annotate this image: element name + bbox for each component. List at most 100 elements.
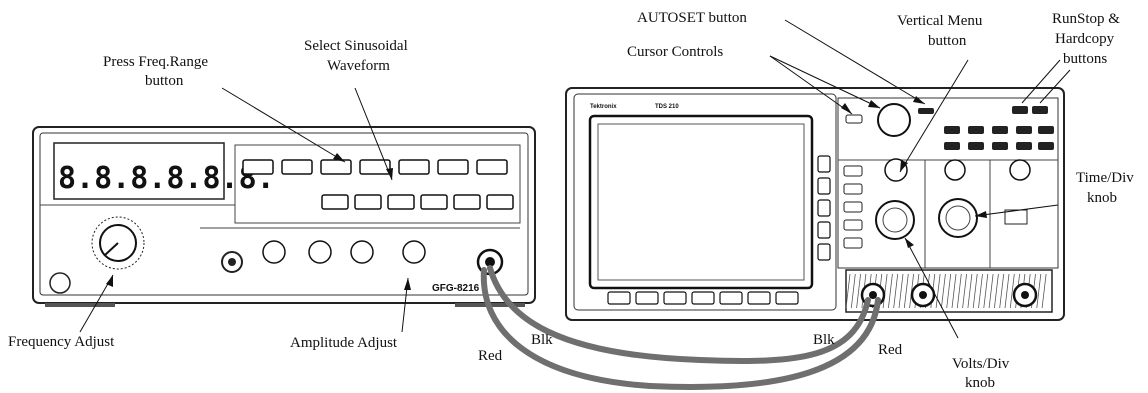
cursor-knob[interactable] <box>877 103 911 137</box>
adjust-knobs <box>262 240 426 264</box>
waveform-button[interactable] <box>321 194 349 210</box>
side-menu-button[interactable] <box>817 177 831 195</box>
side-menu-button[interactable] <box>817 221 831 239</box>
label-volts-div: Volts/Div knob <box>952 356 1013 391</box>
vent-line <box>951 273 957 309</box>
control-button[interactable] <box>968 126 984 134</box>
range-button[interactable] <box>437 159 469 175</box>
control-button[interactable] <box>944 142 960 150</box>
control-button[interactable] <box>1012 106 1028 114</box>
range-button[interactable] <box>281 159 313 175</box>
vent-line <box>845 273 851 309</box>
frequency-knob[interactable] <box>91 216 145 270</box>
waveform-button[interactable] <box>486 194 514 210</box>
control-button[interactable] <box>1032 106 1048 114</box>
waveform-button[interactable] <box>420 194 448 210</box>
label-blk-left: Blk <box>531 332 553 348</box>
leader-lines <box>79 19 1071 339</box>
range-button[interactable] <box>398 159 430 175</box>
label-autoset-button: AUTOSET button <box>637 10 747 26</box>
range-button[interactable] <box>476 159 508 175</box>
adjust-knob[interactable] <box>350 240 374 264</box>
leader-arrowheads <box>106 96 987 290</box>
control-button[interactable] <box>944 126 960 134</box>
control-button[interactable] <box>1038 142 1054 150</box>
power-button[interactable] <box>49 272 71 294</box>
control-button[interactable] <box>992 126 1008 134</box>
vent-line <box>850 273 856 309</box>
range-button[interactable] <box>242 159 274 175</box>
label-red-left: Red <box>478 348 503 364</box>
label-press-freq-range: Press Freq.Range button <box>103 54 212 89</box>
side-menu-button[interactable] <box>817 155 831 173</box>
ext-trig-connector[interactable] <box>1012 282 1038 308</box>
sync-output-connector[interactable] <box>221 251 243 273</box>
time-div-knob[interactable] <box>938 198 978 238</box>
vent-line <box>1036 273 1042 309</box>
adjust-knob[interactable] <box>262 240 286 264</box>
control-button[interactable] <box>1016 142 1032 150</box>
waveform-button[interactable] <box>354 194 382 210</box>
label-cursor-controls: Cursor Controls <box>627 44 723 60</box>
control-button[interactable] <box>968 142 984 150</box>
bottom-menu-button[interactable] <box>747 291 771 305</box>
label-time-div: Time/Div knob <box>1076 170 1138 206</box>
cursor-button[interactable] <box>845 114 863 124</box>
menu-button[interactable] <box>843 219 863 231</box>
range-button[interactable] <box>320 159 352 175</box>
control-button[interactable] <box>992 142 1008 150</box>
vent-line <box>999 273 1005 309</box>
menu-button[interactable] <box>843 237 863 249</box>
ch2-input-connector[interactable] <box>910 282 936 308</box>
vent-line <box>967 273 973 309</box>
oscilloscope: Tektronix TDS 210 <box>565 87 1065 321</box>
vent-line <box>903 273 909 309</box>
vent-line <box>1009 273 1015 309</box>
menu-bottom-buttons <box>607 291 799 305</box>
label-blk-right: Blk <box>813 332 835 348</box>
vent-line <box>956 273 962 309</box>
vent-line <box>935 273 941 309</box>
adjust-knob[interactable] <box>402 240 426 264</box>
side-menu-button[interactable] <box>817 199 831 217</box>
waveform-button[interactable] <box>387 194 415 210</box>
vent-line <box>988 273 994 309</box>
vent-line <box>893 273 899 309</box>
control-button[interactable] <box>1016 126 1032 134</box>
scope-brand: Tektronix <box>590 104 617 110</box>
frequency-display <box>53 142 225 200</box>
bottom-menu-button[interactable] <box>719 291 743 305</box>
bottom-menu-button[interactable] <box>607 291 631 305</box>
blk-cable <box>487 265 871 364</box>
red-cable <box>480 267 881 391</box>
ch2-position-knob[interactable] <box>944 159 966 181</box>
vent-line <box>994 273 999 309</box>
vent-line <box>1004 273 1010 309</box>
bottom-menu-button[interactable] <box>635 291 659 305</box>
vent-line <box>941 273 946 309</box>
range-button[interactable] <box>359 159 391 175</box>
adjust-knob[interactable] <box>308 240 332 264</box>
autoset-button[interactable] <box>918 108 934 114</box>
bottom-menu-button[interactable] <box>663 291 687 305</box>
vent-line <box>856 273 861 309</box>
vent-line <box>888 273 893 309</box>
waveform-button[interactable] <box>453 194 481 210</box>
vent-line <box>978 273 983 309</box>
menu-button[interactable] <box>843 201 863 213</box>
volts-div-knob[interactable] <box>875 200 915 240</box>
side-menu-button[interactable] <box>817 243 831 261</box>
vent-line <box>898 273 904 309</box>
bottom-menu-button[interactable] <box>691 291 715 305</box>
vent-line <box>946 273 952 309</box>
menu-button[interactable] <box>843 165 863 177</box>
vent-line <box>972 273 978 309</box>
menu-button[interactable] <box>843 183 863 195</box>
vent-line <box>882 273 888 309</box>
control-button[interactable] <box>1038 126 1054 134</box>
top-control-buttons <box>944 106 1054 150</box>
bottom-menu-button[interactable] <box>775 291 799 305</box>
vent-line <box>983 273 989 309</box>
ch2-volts-knob[interactable] <box>1009 159 1031 181</box>
